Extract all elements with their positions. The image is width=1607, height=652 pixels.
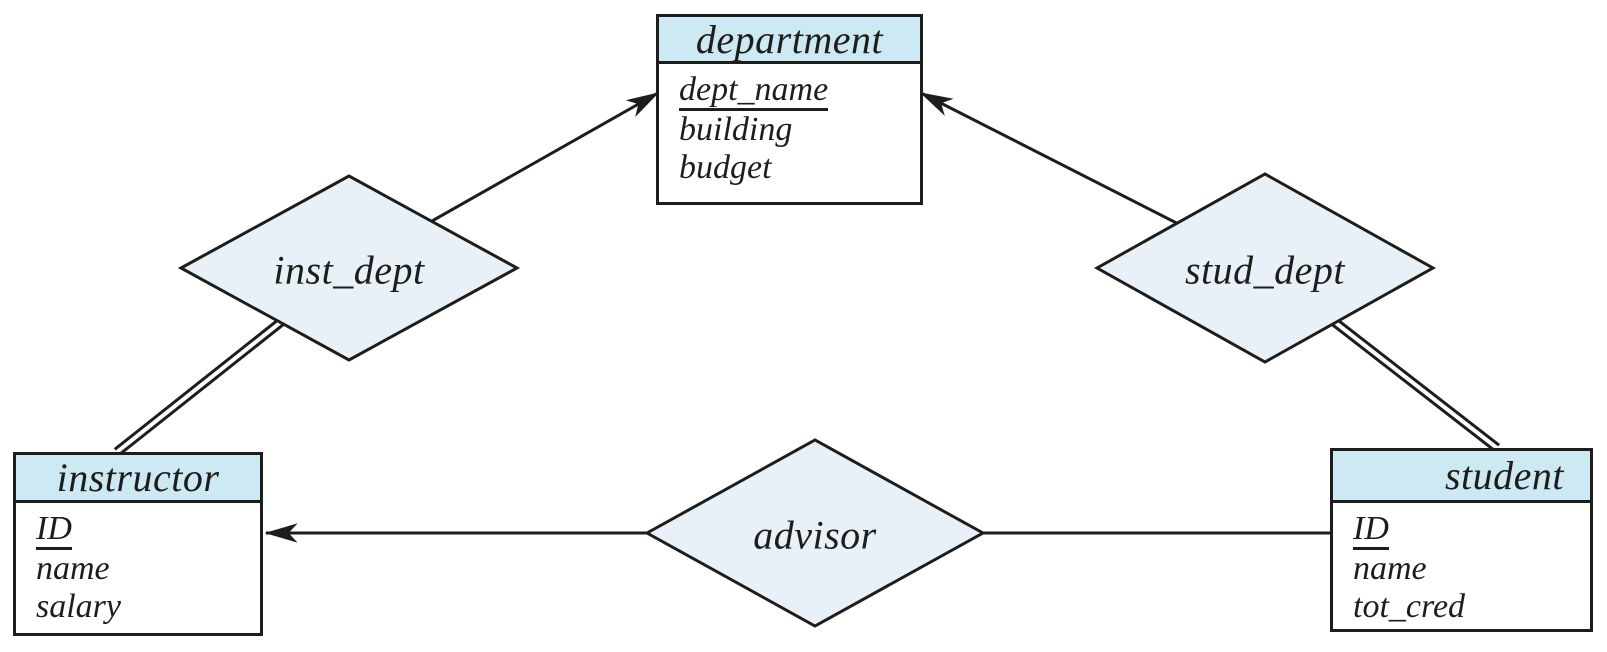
attribute-dept-name: dept_name xyxy=(679,71,914,111)
entity-instructor-header: instructor xyxy=(16,455,260,503)
attribute-student-id: ID xyxy=(1353,510,1584,550)
entity-student-header: student xyxy=(1333,451,1590,503)
entity-instructor-attributes: ID name salary xyxy=(16,503,260,626)
relationship-inst-dept-label: inst_dept xyxy=(273,247,425,293)
entity-instructor-name: instructor xyxy=(56,455,220,500)
attribute-building: building xyxy=(679,111,793,148)
entity-student: student ID name tot_cred xyxy=(1330,448,1593,632)
entity-student-name: student xyxy=(1444,453,1564,498)
attribute-student-tot-cred: tot_cred xyxy=(1353,588,1466,625)
entity-department-header: department xyxy=(659,17,920,64)
relationship-advisor-label: advisor xyxy=(753,512,877,558)
attribute-budget: budget xyxy=(679,149,772,186)
relationship-stud-dept-diamond xyxy=(1093,172,1437,364)
relationship-advisor-diamond xyxy=(643,438,987,628)
attribute-student-name-field: name xyxy=(1353,550,1427,587)
relationship-inst-dept-diamond xyxy=(177,174,521,362)
attribute-instructor-name-field: name xyxy=(36,550,110,587)
entity-department: department dept_name building budget xyxy=(656,14,923,205)
entity-instructor: instructor ID name salary xyxy=(13,452,263,636)
entity-department-attributes: dept_name building budget xyxy=(659,64,920,187)
entity-student-attributes: ID name tot_cred xyxy=(1333,503,1590,626)
entity-department-name: department xyxy=(695,16,884,62)
attribute-instructor-salary: salary xyxy=(36,588,121,625)
relationship-stud-dept-label: stud_dept xyxy=(1184,247,1346,293)
attribute-instructor-id: ID xyxy=(36,510,254,550)
